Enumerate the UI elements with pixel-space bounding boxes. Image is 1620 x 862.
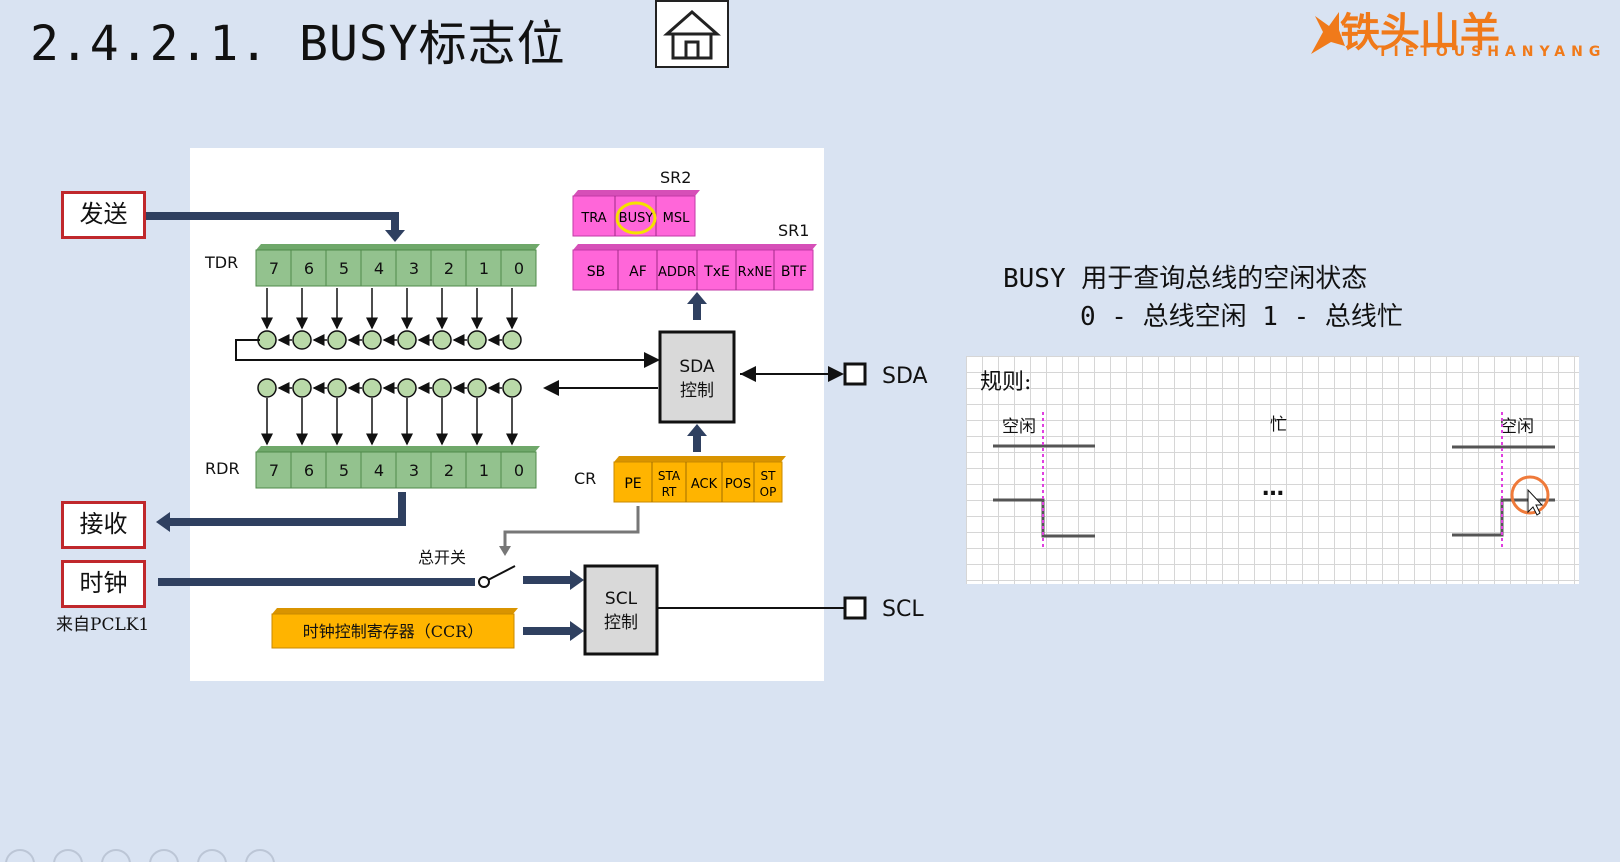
sda-pin-label: SDA xyxy=(882,364,928,389)
idle-label-end: 空闲 xyxy=(1500,417,1534,437)
i2c-block-diagram xyxy=(190,148,824,681)
goat-logo-icon xyxy=(1311,12,1345,54)
next-slide-icon[interactable] xyxy=(53,849,83,862)
pen-icon[interactable] xyxy=(101,849,131,862)
busy-values: 0 - 总线空闲 1 - 总线忙 xyxy=(1080,302,1403,332)
home-button[interactable] xyxy=(655,0,729,68)
rules-label: 规则: xyxy=(980,370,1032,395)
receive-box: 接收 xyxy=(61,501,146,549)
page-title: 2.4.2.1. BUSY标志位 xyxy=(30,16,566,72)
send-box: 发送 xyxy=(61,191,146,239)
brand-logo-text: 铁头山羊 xyxy=(1340,10,1500,56)
scl-pin-label: SCL xyxy=(882,597,924,622)
busy-label: 忙 xyxy=(1270,415,1287,435)
slides-grid-icon[interactable] xyxy=(149,849,179,862)
slide-toolbar xyxy=(5,849,275,862)
brand-logo-subtitle: TIETOUSHANYANG xyxy=(1378,44,1607,60)
home-icon xyxy=(663,10,721,60)
more-options-icon[interactable] xyxy=(245,849,275,862)
zoom-icon[interactable] xyxy=(197,849,227,862)
busy-description: BUSY 用于查询总线的空闲状态 xyxy=(1003,264,1368,294)
ellipsis: … xyxy=(1262,476,1284,501)
clock-box: 时钟 xyxy=(61,560,146,608)
prev-slide-icon[interactable] xyxy=(5,849,35,862)
timing-grid-panel xyxy=(966,356,1579,584)
sda-pin xyxy=(843,362,867,386)
clock-source-label: 来自PCLK1 xyxy=(56,615,150,635)
idle-label-start: 空闲 xyxy=(1002,417,1036,437)
scl-pin xyxy=(843,596,867,620)
